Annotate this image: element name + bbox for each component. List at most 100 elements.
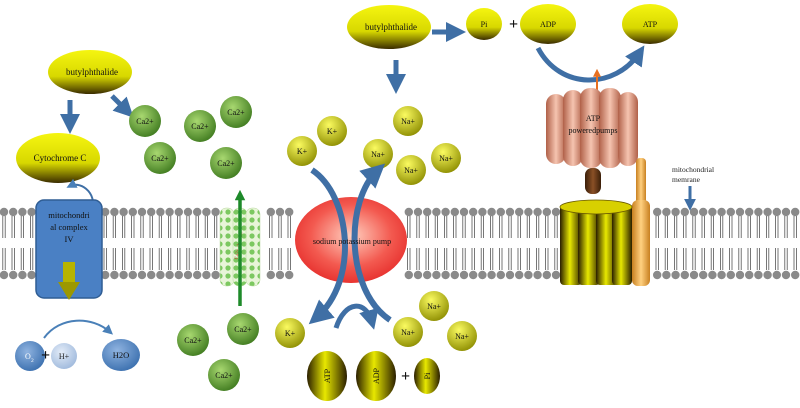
sodium-ion: [396, 155, 426, 185]
calcium-ion-label: Ca2+: [136, 117, 154, 126]
water-ball: [102, 339, 140, 371]
lipid-head: [791, 270, 800, 280]
lipid-head: [689, 207, 699, 217]
potassium-ion-label: K+: [327, 127, 338, 136]
sodium-ion: [419, 291, 449, 321]
cytochrome-c-ellipse: [16, 133, 100, 183]
lipid-head: [441, 270, 450, 280]
lipid-head: [735, 270, 745, 280]
atp-top-label: ATP: [643, 20, 658, 29]
atp-lower-label: ATP: [323, 368, 332, 383]
lipid-head: [165, 207, 174, 217]
oxygen-subscript: 2: [31, 358, 34, 364]
lipid-head: [496, 270, 505, 280]
arrow-butyl-to-calcium: [110, 94, 134, 118]
sodium-ion-label: Na+: [427, 302, 441, 311]
lipid-head: [745, 207, 754, 217]
potassium-ion: [287, 136, 317, 166]
butylphthalide-top-ellipse: [347, 5, 431, 49]
calcium-ion-label: Ca2+: [184, 336, 202, 345]
calcium-ion-label: Ca2+: [217, 159, 235, 168]
lipid-head: [791, 207, 800, 217]
lipid-head: [459, 270, 469, 280]
lipid-head: [459, 207, 469, 217]
sodium-ion-label: Na+: [404, 166, 418, 175]
membrane-label-line1: mitochondrial: [672, 165, 714, 174]
lipid-head: [404, 270, 413, 280]
sodium-ion: [363, 139, 393, 169]
lipid-head: [754, 207, 763, 217]
sodium-ion: [393, 317, 423, 347]
lipid-head: [763, 270, 772, 280]
butylphthalide-top-label: butylphthalide: [365, 22, 417, 32]
lipid-head: [202, 207, 211, 217]
lipid-head: [27, 207, 36, 217]
lipid-head: [735, 207, 745, 217]
lipid-head: [128, 270, 137, 280]
lipid-head: [496, 207, 505, 217]
calcium-ion: [129, 105, 161, 137]
lipid-head: [183, 270, 193, 280]
lipid-head: [423, 207, 432, 217]
lipid-head: [285, 270, 294, 280]
lipid-head: [772, 270, 781, 280]
lipid-head: [699, 270, 708, 280]
lipid-head: [128, 207, 137, 217]
lipid-head: [505, 270, 515, 280]
complex-iv-label-line3: IV: [65, 234, 75, 244]
calcium-ion: [208, 359, 240, 391]
plus-sign-lower: +: [401, 368, 410, 385]
plus-sign-oxygen: +: [41, 347, 50, 364]
lipid-head: [505, 207, 515, 217]
membrane-label-line2: memrane: [672, 175, 701, 184]
lipid-head: [542, 270, 551, 280]
lipid-head: [763, 207, 772, 217]
lipid-head: [551, 207, 561, 217]
calcium-ion-label: Ca2+: [191, 122, 209, 131]
lipid-head: [211, 270, 220, 280]
pump-label: sodium potassium pump: [313, 237, 391, 246]
pi-top-label: Pi: [481, 20, 488, 29]
calcium-ion: [220, 96, 252, 128]
lipid-head: [174, 270, 183, 280]
sodium-ion-label: Na+: [455, 332, 469, 341]
sodium-ions-lower: Na+Na+Na+: [393, 291, 477, 351]
lipid-head: [671, 207, 680, 217]
sodium-ion-label: Na+: [401, 117, 415, 126]
lipid-head: [413, 207, 423, 217]
lipid-head: [165, 270, 174, 280]
h-plus-label: H+: [59, 352, 70, 361]
adp-lower-label: ADP: [372, 367, 381, 384]
lipid-head: [147, 270, 156, 280]
lipid-head: [9, 207, 18, 217]
pump-arrow-na-outward: [351, 163, 392, 323]
pi-lower-label: Pi: [423, 372, 432, 379]
lipid-head: [0, 207, 9, 217]
cytochrome-c-label: Cytochrome C: [34, 153, 87, 163]
lipid-head: [689, 270, 699, 280]
lipid-head: [450, 207, 459, 217]
arrow-oxygen-to-water: [43, 319, 113, 339]
lipid-head: [717, 270, 726, 280]
lipid-head: [551, 270, 561, 280]
sodium-ion: [393, 106, 423, 136]
pi-lower-ellipse: [414, 358, 440, 394]
lipid-head: [533, 207, 542, 217]
lipid-head: [275, 207, 285, 217]
adp-lower-ellipse: [356, 351, 396, 401]
calcium-ion: [177, 324, 209, 356]
lipid-head: [285, 207, 294, 217]
sodium-ions-upper: Na+Na+Na+Na+: [363, 106, 461, 185]
atp-synthase: [546, 88, 650, 286]
lipid-head: [708, 207, 717, 217]
oxygen-label: O: [25, 352, 31, 361]
calcium-ion-label: Ca2+: [151, 154, 169, 163]
atp-pump-label-line2: poweredpumps: [569, 126, 618, 135]
adp-top-label: ADP: [540, 20, 557, 29]
lipid-head: [147, 207, 156, 217]
lipid-head: [533, 270, 542, 280]
lipid-head: [726, 270, 735, 280]
lipid-head: [781, 207, 791, 217]
